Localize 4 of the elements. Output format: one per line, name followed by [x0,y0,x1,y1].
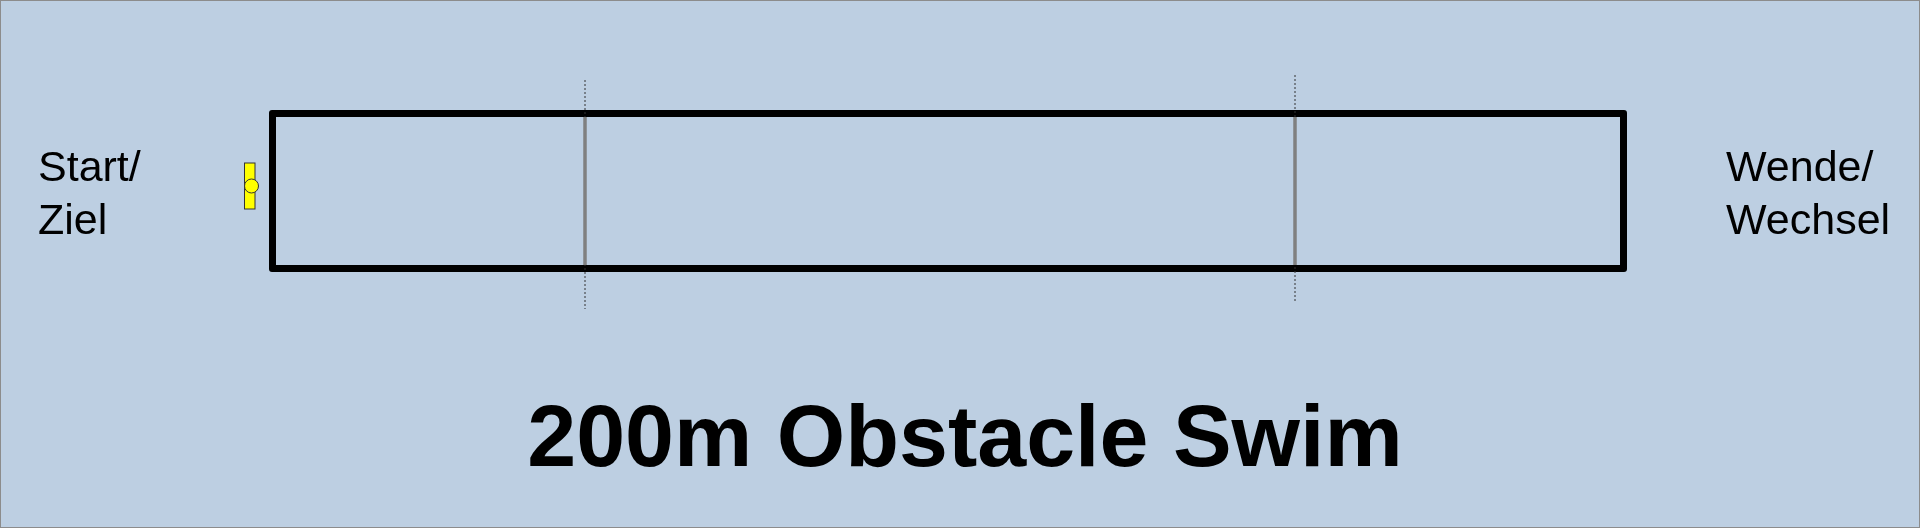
location-label: Wende/ Wechsel [1726,141,1891,245]
diagram-title: 200m Obstacle Swim [527,386,1403,486]
location-label: Start/ Ziel [38,141,141,245]
pool-outline [269,110,1627,272]
